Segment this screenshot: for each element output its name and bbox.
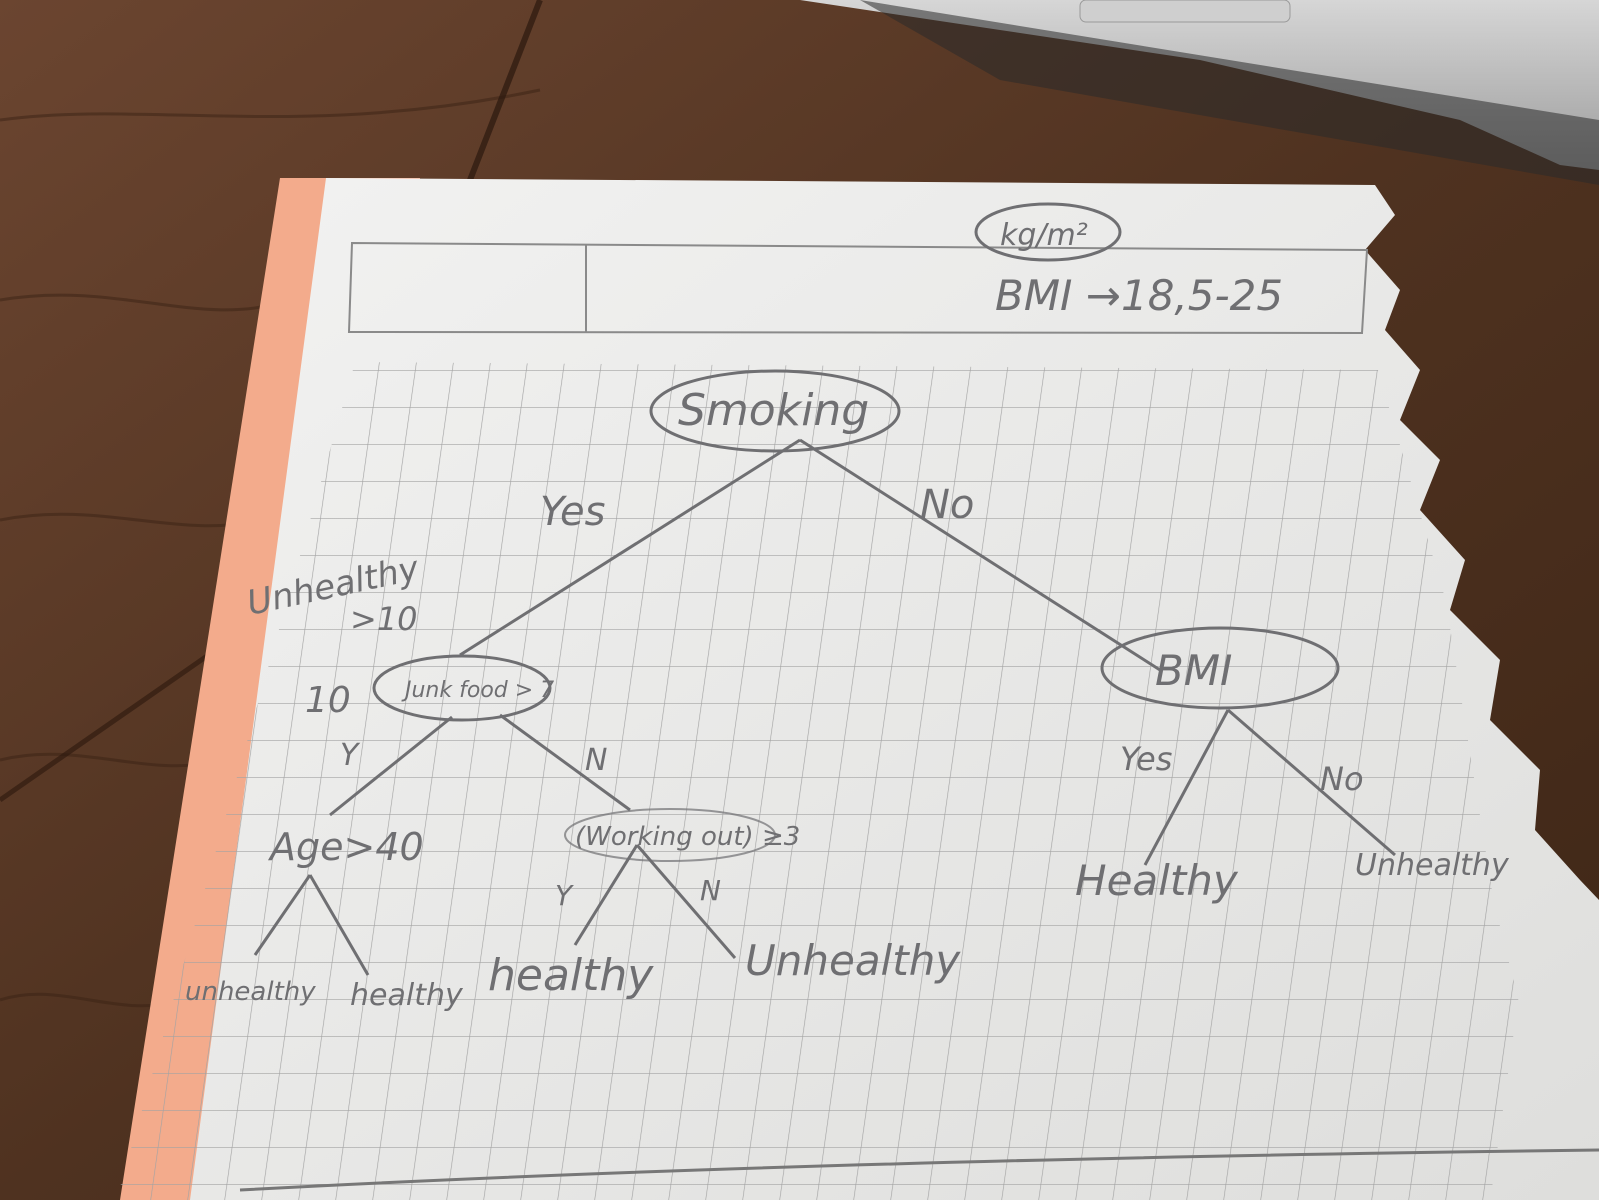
- bmi-no-label: No: [1320, 760, 1364, 798]
- wo-yes-label: Y: [555, 879, 574, 912]
- junk-food-node: [372, 654, 552, 722]
- header-box: [347, 241, 1369, 335]
- wo-no-label: N: [700, 874, 721, 907]
- junk-no-label: N: [585, 743, 607, 778]
- junk-note-gt10: >10: [350, 600, 418, 638]
- bmi-yes-label: Yes: [1120, 740, 1172, 778]
- grid-lines: [116, 362, 1599, 1200]
- unit-label: kg/m²: [1000, 218, 1088, 253]
- working-out-node: [564, 808, 776, 862]
- junk-note-10: 10: [305, 680, 351, 721]
- age-right-leaf: healthy: [350, 978, 464, 1013]
- laptop-trackpad: [1079, 0, 1291, 23]
- bmi-node: [1100, 626, 1340, 710]
- bmi-node-label: BMI: [1155, 646, 1232, 695]
- junk-food-label: Junk food > 7: [401, 678, 554, 703]
- tree-edges: [253, 438, 1396, 976]
- wo-left-leaf: healthy: [488, 950, 654, 1001]
- unit-circle: [974, 202, 1122, 262]
- laptop-shadow: [860, 0, 1599, 185]
- laptop: [800, 0, 1599, 170]
- age-node-label: Age>40: [267, 825, 424, 869]
- smoking-node: [649, 369, 901, 453]
- working-out-label: (Working out) ≥3: [575, 822, 800, 852]
- desk-seam-2: [0, 637, 232, 803]
- desk-grain: [0, 88, 541, 1008]
- junk-yes-label: Y: [340, 738, 361, 773]
- wo-right-leaf: Unhealthy: [745, 936, 961, 985]
- bmi-right-leaf: Unhealthy: [1355, 848, 1510, 883]
- bmi-left-leaf: Healthy: [1075, 856, 1239, 905]
- smoking-label: Smoking: [678, 385, 869, 436]
- branch-yes-label: Yes: [540, 489, 606, 535]
- branch-no-label: No: [920, 482, 974, 528]
- bmi-range-label: BMI →18,5-25: [995, 271, 1283, 320]
- age-left-leaf: unhealthy: [185, 977, 316, 1007]
- long-pencil-line: [239, 1148, 1599, 1192]
